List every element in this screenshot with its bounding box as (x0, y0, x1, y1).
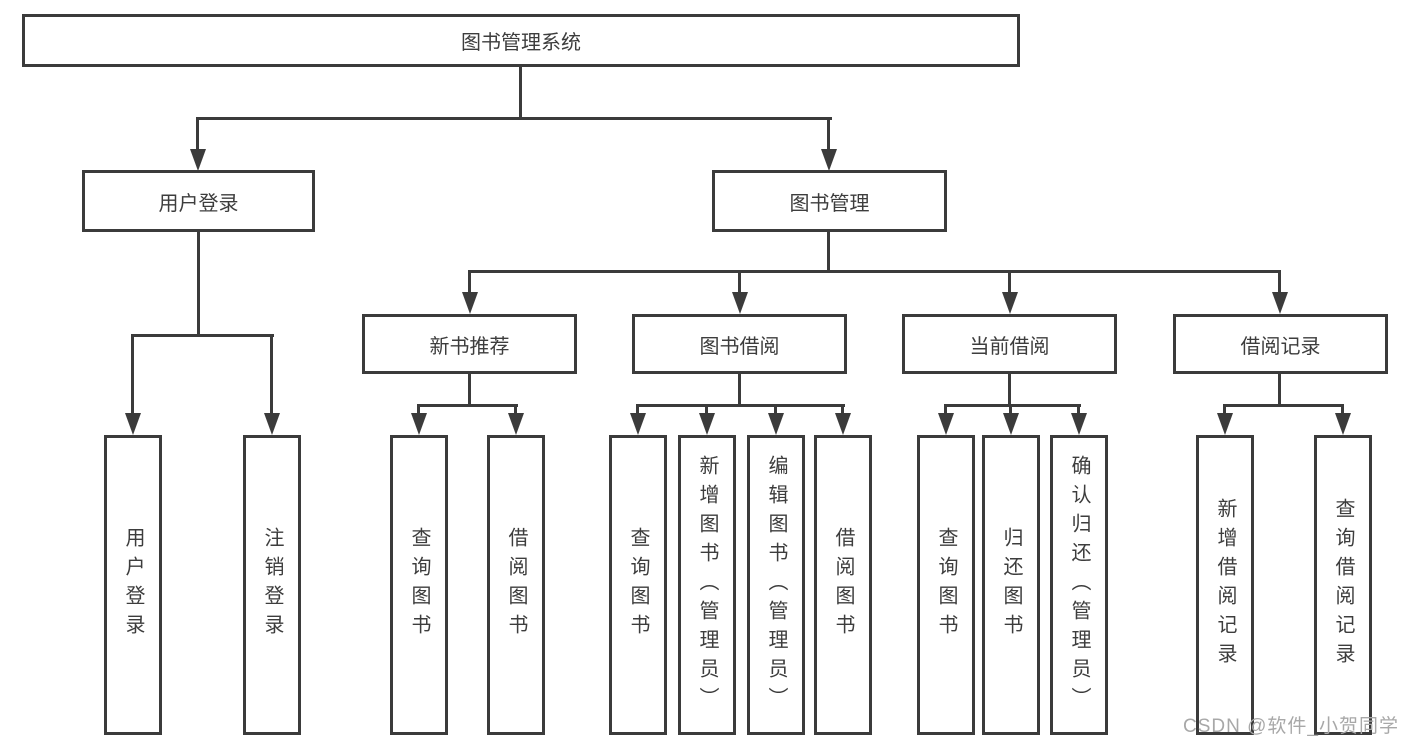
edge-to-leaf (944, 404, 947, 417)
edge-to-leaf (841, 404, 844, 417)
arrow-down-icon (699, 413, 715, 435)
node-label: 查询借阅记录 (1332, 498, 1354, 672)
edge-root-stem (519, 67, 522, 119)
leaf-confirm-return-admin: 确认归还（管理员） (1050, 435, 1108, 735)
leaf-borrow-books-borrow: 借阅图书 (814, 435, 872, 735)
edge-to-leaf (417, 404, 420, 417)
leaf-user-login: 用户登录 (104, 435, 162, 735)
edge-borrow-records-stem (1278, 374, 1281, 407)
node-label: 借阅图书 (505, 527, 527, 643)
node-label: 查询图书 (627, 527, 649, 643)
edge-to-leaf (705, 404, 708, 417)
arrow-down-icon (821, 149, 837, 171)
arrow-down-icon (264, 413, 280, 435)
leaf-query-books-current: 查询图书 (917, 435, 975, 735)
arrow-down-icon (938, 413, 954, 435)
node-user-login: 用户登录 (82, 170, 315, 232)
arrow-down-icon (630, 413, 646, 435)
node-label: 查询图书 (408, 527, 430, 643)
node-label: 图书管理系统 (461, 32, 581, 54)
node-book-management: 图书管理 (712, 170, 947, 232)
node-label: 当前借阅 (969, 335, 1050, 358)
node-label: 新增图书（管理员） (696, 454, 718, 716)
node-label: 新增借阅记录 (1214, 498, 1236, 672)
leaf-query-borrow-record: 查询借阅记录 (1314, 435, 1372, 735)
edge-to-book-borrow (738, 270, 741, 295)
edge-to-new-book-recommend (468, 270, 471, 295)
node-label: 归还图书 (1000, 527, 1022, 643)
edge-to-leaf (1009, 404, 1012, 417)
edge-to-leaf (1341, 404, 1344, 417)
node-borrow-records: 借阅记录 (1173, 314, 1388, 374)
edge-to-leaf (514, 404, 517, 417)
node-label: 借阅记录 (1240, 335, 1321, 358)
leaf-add-borrow-record: 新增借阅记录 (1196, 435, 1254, 735)
node-label: 用户登录 (158, 192, 239, 215)
arrow-down-icon (125, 413, 141, 435)
edge-to-current-borrow (1008, 270, 1011, 295)
edge-current-borrow-rail (945, 404, 1081, 407)
edge-to-book-management (827, 117, 830, 153)
node-label: 编辑图书（管理员） (765, 454, 787, 716)
edge-to-leaf-user-login (131, 334, 134, 416)
node-label: 用户登录 (122, 527, 144, 643)
node-label: 新书推荐 (429, 335, 510, 358)
node-label: 确认归还（管理员） (1068, 454, 1090, 716)
edge-book-management-rail (469, 270, 1281, 273)
edge-book-borrow-rail (637, 404, 845, 407)
edge-current-borrow-stem (1008, 374, 1011, 407)
leaf-logout: 注销登录 (243, 435, 301, 735)
arrow-down-icon (411, 413, 427, 435)
edge-book-management-stem (827, 232, 830, 273)
node-label: 图书管理 (789, 192, 870, 215)
edge-root-rail (197, 117, 832, 120)
arrow-down-icon (1272, 292, 1288, 314)
node-label: 注销登录 (261, 527, 283, 643)
node-label: 查询图书 (935, 527, 957, 643)
arrow-down-icon (190, 149, 206, 171)
edge-to-leaf (1223, 404, 1226, 417)
leaf-query-books-recommend: 查询图书 (390, 435, 448, 735)
edge-to-leaf (636, 404, 639, 417)
leaf-add-books-admin: 新增图书（管理员） (678, 435, 736, 735)
arrow-down-icon (1071, 413, 1087, 435)
edge-to-user-login (196, 117, 199, 153)
edge-new-book-recommend-stem (468, 374, 471, 407)
edge-borrow-records-rail (1224, 404, 1344, 407)
node-current-borrow: 当前借阅 (902, 314, 1117, 374)
node-library-management-system: 图书管理系统 (22, 14, 1020, 67)
leaf-query-books-borrow: 查询图书 (609, 435, 667, 735)
edge-to-leaf-logout (270, 334, 273, 416)
arrow-down-icon (1217, 413, 1233, 435)
arrow-down-icon (1002, 292, 1018, 314)
arrow-down-icon (768, 413, 784, 435)
node-label: 图书借阅 (699, 335, 780, 358)
leaf-borrow-books-recommend: 借阅图书 (487, 435, 545, 735)
arrow-down-icon (835, 413, 851, 435)
edge-user-login-rail (132, 334, 274, 337)
arrow-down-icon (1335, 413, 1351, 435)
arrow-down-icon (462, 292, 478, 314)
edge-book-borrow-stem (738, 374, 741, 407)
edge-to-leaf (774, 404, 777, 417)
leaf-return-books: 归还图书 (982, 435, 1040, 735)
arrow-down-icon (732, 292, 748, 314)
csdn-watermark: CSDN @软件_小贺同学 (1183, 716, 1399, 737)
arrow-down-icon (1003, 413, 1019, 435)
node-book-borrow: 图书借阅 (632, 314, 847, 374)
edge-to-borrow-records (1278, 270, 1281, 295)
edge-new-book-recommend-rail (418, 404, 518, 407)
edge-to-leaf (1077, 404, 1080, 417)
leaf-edit-books-admin: 编辑图书（管理员） (747, 435, 805, 735)
edge-user-login-stem (197, 232, 200, 337)
node-label: 借阅图书 (832, 527, 854, 643)
node-new-book-recommend: 新书推荐 (362, 314, 577, 374)
arrow-down-icon (508, 413, 524, 435)
